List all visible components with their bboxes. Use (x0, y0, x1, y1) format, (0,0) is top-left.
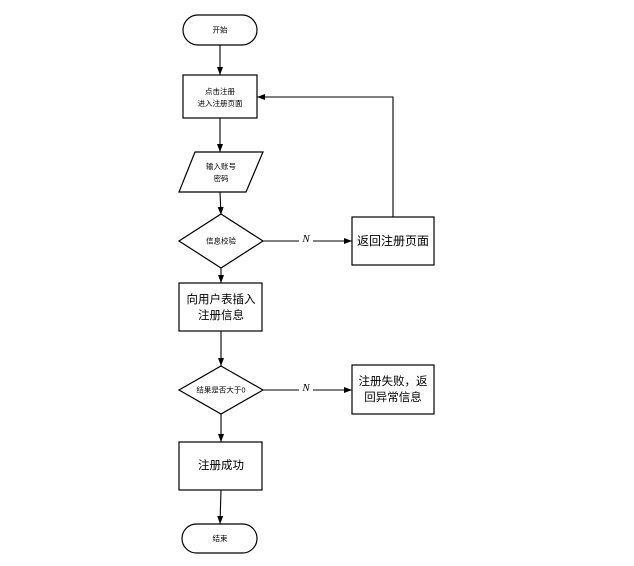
node-register-failed-line2: 回异常信息 (364, 390, 422, 404)
node-return-register-page: 返回注册页面 (351, 216, 435, 266)
node-register-success-label: 注册成功 (198, 458, 244, 472)
input-output-shape (178, 151, 264, 193)
process-shape (178, 282, 263, 332)
node-register-failed-line1: 注册失败，返 (359, 374, 428, 388)
node-start: 开始 (182, 14, 258, 46)
decision-shape (177, 365, 265, 415)
node-start-label: 开始 (213, 25, 228, 35)
node-return-register-page-label: 返回注册页面 (357, 233, 429, 248)
edge-label-verify-no: N (301, 233, 310, 245)
node-insert-line1: 向用户表插入 (187, 292, 256, 306)
process-shape (182, 74, 258, 119)
node-result-gt-zero: 结果是否大于0 (177, 365, 265, 415)
node-input-credentials: 输入账号 密码 (178, 151, 264, 193)
node-input-line2: 密码 (214, 173, 229, 183)
process-shape (351, 216, 435, 266)
node-insert-user-table: 向用户表插入 注册信息 (178, 282, 263, 332)
node-insert-line2: 注册信息 (198, 308, 244, 322)
process-shape (351, 364, 435, 415)
terminator-shape (182, 14, 258, 46)
node-input-line1: 输入账号 (206, 161, 236, 171)
edge-label-bg (299, 381, 313, 394)
node-click-register-line2: 进入注册页面 (198, 98, 243, 108)
edge-return-page-to-click-register (257, 94, 394, 217)
terminator-shape (181, 523, 258, 554)
node-verify-info: 信息校验 (177, 213, 265, 269)
node-click-register-line1: 点击注册 (205, 86, 235, 96)
edge-input-to-verify (217, 191, 224, 216)
node-result-gt-zero-label: 结果是否大于0 (196, 385, 245, 395)
edge-success-to-end (217, 489, 224, 525)
node-verify-info-label: 信息校验 (206, 236, 236, 246)
process-shape (178, 441, 263, 491)
edge-label-result-no: N (301, 382, 310, 394)
node-end: 结束 (181, 523, 258, 554)
decision-shape (177, 213, 265, 269)
edge-label-bg (299, 232, 313, 245)
node-register-success: 注册成功 (178, 441, 263, 491)
node-end-label: 结束 (213, 533, 228, 543)
node-click-register: 点击注册 进入注册页面 (182, 74, 258, 119)
node-register-failed: 注册失败，返 回异常信息 (351, 364, 435, 415)
